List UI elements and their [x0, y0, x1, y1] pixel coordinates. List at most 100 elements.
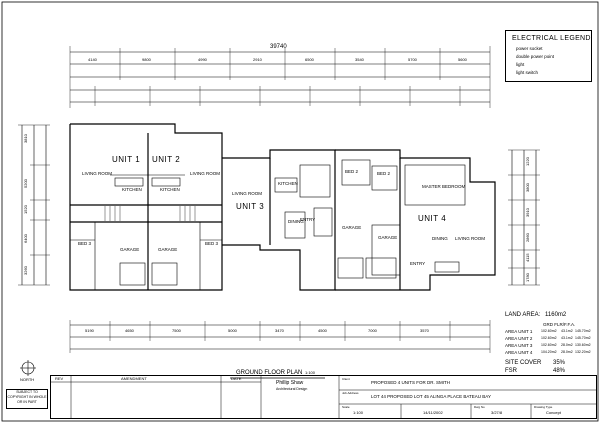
client-value: PROPOSED 4 UNITS FOR DR. SMITH	[371, 380, 451, 385]
rev-header: REV	[55, 376, 64, 381]
area-label: AREA UNIT 1	[505, 329, 533, 334]
dim-bottom: 7500	[172, 328, 181, 333]
legend-item: double power point	[516, 54, 555, 59]
title-block-grid	[51, 376, 596, 418]
title-block: REV AMENDMENT DATE Phillip Shaw Architec…	[50, 375, 597, 419]
site-cover-label: SITE COVER	[505, 360, 542, 366]
dim-bottom: 4500	[318, 328, 327, 333]
dim-left: 1520	[23, 205, 28, 214]
legend-item: light	[516, 62, 525, 67]
dim-bottom: 4650	[125, 328, 134, 333]
dim-top: 2910	[253, 57, 262, 62]
room-label: LIVING ROOM	[190, 171, 221, 176]
dim-top: 6500	[305, 57, 314, 62]
room-label: GARAGE	[120, 247, 140, 252]
area-value: 145.70m2	[575, 329, 591, 333]
north-label: NORTH	[20, 377, 35, 382]
plan-scale: 1:100	[305, 370, 316, 375]
area-value: 130.60m2	[575, 343, 591, 347]
site-cover-value: 35%	[553, 360, 566, 366]
area-value: 102.60m2	[541, 329, 557, 333]
fsr-value: 48%	[553, 368, 566, 374]
dim-right: 1780	[525, 273, 530, 282]
date-value: 14/11/2002	[423, 410, 443, 415]
room-label: MASTER BEDROOM	[422, 184, 466, 189]
dim-right: 3910	[525, 208, 530, 217]
dim-top: 4140	[88, 57, 97, 62]
dim-bottom: 7000	[368, 328, 377, 333]
area-value: 102.60m2	[541, 336, 557, 340]
area-value: 145.70m2	[575, 336, 591, 340]
dim-left: 6400	[23, 234, 28, 243]
dim-right: 2860	[525, 233, 530, 242]
dim-bottom: 3570	[420, 328, 429, 333]
area-value: 43.1m2	[561, 329, 573, 333]
dim-top: 5700	[408, 57, 417, 62]
job-header: Job Address	[342, 391, 359, 395]
legend-title: ELECTRICAL LEGEND	[512, 35, 591, 42]
room-label: BED 3	[78, 241, 92, 246]
plan-title: GROUND FLOOR PLAN	[236, 370, 303, 376]
dim-right: 4115	[525, 253, 530, 262]
area-value: 43.1m2	[561, 336, 573, 340]
room-label: LIVING ROOM	[232, 191, 263, 196]
area-value: 104.20m2	[541, 350, 557, 354]
unit-1-label: UNIT 1	[112, 155, 141, 164]
room-label: BED 3	[205, 241, 219, 246]
room-label: LIVING ROOM	[82, 171, 113, 176]
scale-value: 1:100	[353, 410, 364, 415]
overall-dimension: 39740	[270, 44, 287, 50]
amendment-header: AMENDMENT	[121, 376, 147, 381]
firm-name: Phillip Shaw	[276, 380, 304, 386]
room-label: KITCHEN	[278, 181, 298, 186]
electrical-legend: ELECTRICAL LEGEND power socket double po…	[505, 30, 592, 82]
room-label: GARAGE	[378, 235, 398, 240]
dim-right: 1220	[525, 157, 530, 166]
legend-item: power socket	[516, 46, 543, 51]
dwg-value: 3/27/8	[491, 410, 503, 415]
room-label: GARAGE	[342, 225, 362, 230]
room-label: DINING	[288, 219, 304, 224]
dim-bottom: 5000	[228, 328, 237, 333]
area-label: AREA UNIT 4	[505, 350, 533, 355]
room-label: GARAGE	[158, 247, 178, 252]
scale-header: Scale	[342, 405, 350, 409]
dim-bottom: 3470	[275, 328, 284, 333]
room-label: LIVING ROOM	[455, 236, 486, 241]
room-label: KITCHEN	[160, 187, 180, 192]
room-label: DINING	[432, 236, 448, 241]
dim-bottom: 5190	[85, 328, 94, 333]
copyright-box: SUBJECT TO COPYRIGHT IN WHOLE OR IN PART	[6, 389, 48, 409]
unit-4-label: UNIT 4	[418, 214, 447, 223]
area-label: AREA UNIT 3	[505, 343, 533, 348]
dim-left: 3810	[23, 134, 28, 143]
legend-item: light switch	[516, 70, 539, 75]
unit-3-label: UNIT 3	[236, 202, 265, 211]
type-value: Concept	[546, 410, 561, 415]
dim-top: 9800	[142, 57, 151, 62]
dim-top: 5600	[458, 57, 467, 62]
area-label: AREA UNIT 2	[505, 336, 533, 341]
dim-top: 3540	[355, 57, 364, 62]
job-value: LOT 44 PROPOSED LOT 45 ALINGA PLACE BATE…	[371, 394, 491, 399]
site-info: LAND AREA: 1160m2 GRD FLR/F.F.A. AREA UN…	[505, 312, 595, 374]
dwg-header: Dwg No	[474, 405, 485, 409]
area-value: 28.0m2	[561, 343, 573, 347]
dim-left: 5200	[23, 179, 28, 188]
room-label: BED 2	[377, 171, 391, 176]
area-value: 132.20m2	[575, 350, 591, 354]
unit-2-label: UNIT 2	[152, 155, 181, 164]
type-header: Drawing Type	[534, 405, 553, 409]
client-header: Client	[342, 377, 350, 381]
room-label: ENTRY	[300, 217, 316, 222]
land-area-label: LAND AREA:	[505, 312, 541, 318]
area-value: 28.0m2	[561, 350, 573, 354]
area-value: 102.60m2	[541, 343, 557, 347]
firm-subtitle: Architectural Design	[276, 387, 308, 391]
fsr-label: FSR	[505, 368, 517, 374]
room-label: KITCHEN	[122, 187, 142, 192]
dim-left: 3260	[23, 266, 28, 275]
date-header: DATE	[231, 376, 242, 381]
